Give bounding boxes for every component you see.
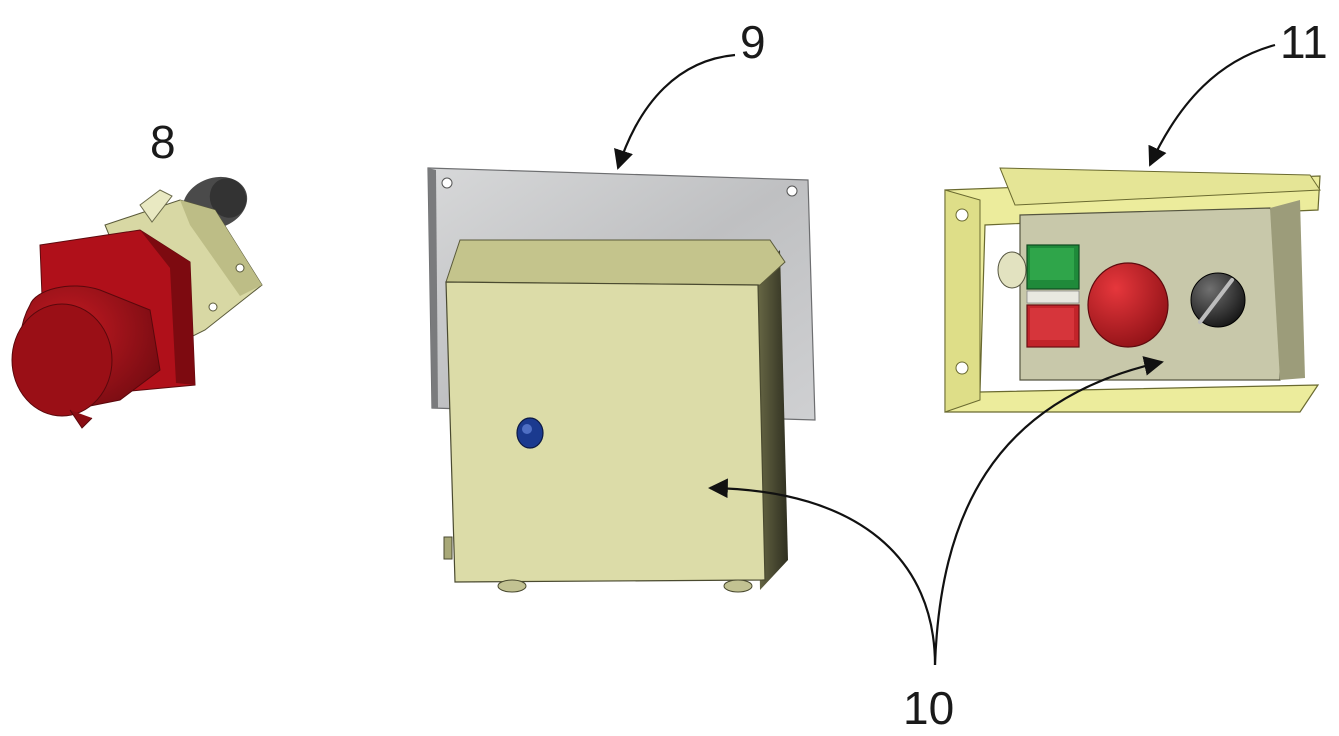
pushbutton-station <box>944 167 1321 413</box>
callout-label-10: 10 <box>903 682 954 734</box>
callout-label-9: 9 <box>740 16 766 68</box>
callout-label-11: 11 <box>1280 16 1328 68</box>
callout-label-8: 8 <box>150 116 176 168</box>
plug-connector <box>11 176 263 429</box>
leader-lines <box>614 43 1276 666</box>
control-enclosure <box>443 239 788 593</box>
